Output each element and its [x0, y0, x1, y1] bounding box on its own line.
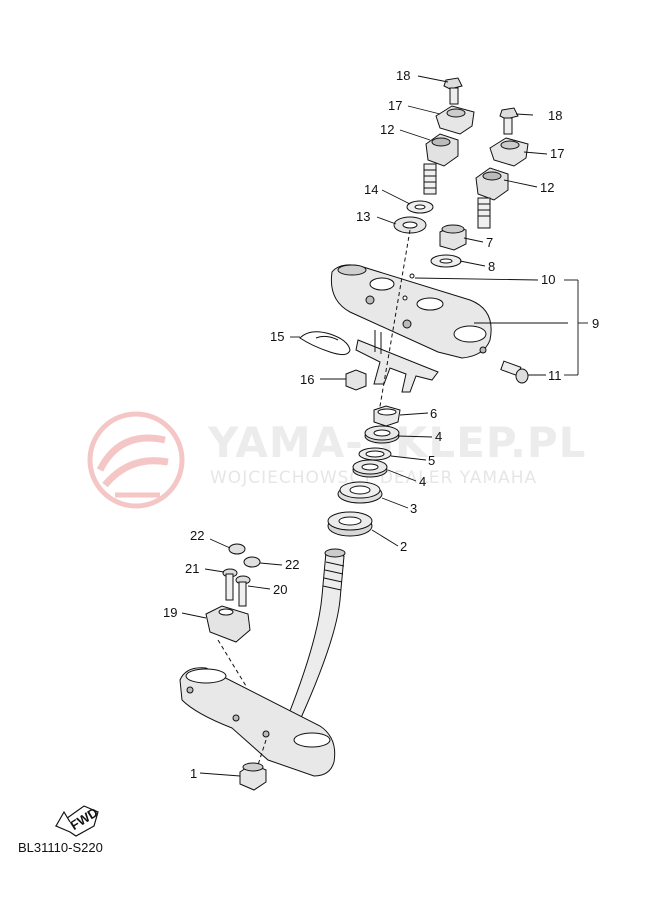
bolt-18-right [499, 107, 519, 135]
callout-22-right: 22 [285, 557, 299, 572]
bolt-20 [235, 575, 251, 607]
ring-nut-4-upper [364, 425, 400, 444]
bolt-21 [222, 568, 238, 601]
callout-8: 8 [488, 259, 495, 274]
callout-6: 6 [430, 406, 437, 421]
callout-22-left: 22 [190, 528, 204, 543]
callout-13: 13 [356, 209, 370, 224]
centerline [377, 229, 411, 419]
callout-2: 2 [400, 539, 407, 554]
callout-4-lower: 4 [419, 474, 426, 489]
callout-16: 16 [300, 372, 314, 387]
steering-stem [287, 548, 346, 721]
bolt-18-left [443, 77, 463, 105]
callout-17-right: 17 [550, 146, 564, 161]
ring-nut-4-lower [352, 459, 388, 478]
nut-16 [345, 369, 367, 391]
lower-bracket [179, 667, 336, 777]
nut-7 [439, 224, 467, 251]
callout-7: 7 [486, 235, 493, 250]
washer-14 [406, 200, 434, 214]
callout-labels: 18 17 12 14 13 7 8 10 9 15 11 16 6 4 5 4… [163, 68, 599, 781]
callout-11: 11 [548, 368, 562, 383]
washer-8 [430, 254, 462, 268]
callout-18: 18 [396, 68, 410, 83]
bolt-11 [500, 360, 529, 384]
callout-19: 19 [163, 605, 177, 620]
leader-lines [181, 75, 588, 777]
bearing-3 [337, 481, 383, 504]
bearing-2 [327, 511, 373, 537]
callout-10: 10 [541, 272, 555, 287]
callout-14: 14 [364, 182, 378, 197]
watermark-logo [87, 411, 185, 509]
upper-bracket-9 [330, 264, 492, 359]
cap-1 [239, 762, 267, 791]
riser-12-left [423, 133, 459, 195]
holder-17-right [489, 137, 529, 167]
damper-13 [393, 216, 427, 234]
clamp-19 [205, 605, 251, 643]
cable-guide-15 [299, 331, 351, 356]
callout-1: 1 [190, 766, 197, 781]
callout-20: 20 [273, 582, 287, 597]
fwd-arrow-icon: FWD [54, 805, 101, 837]
riser-12-right [475, 167, 509, 229]
callout-5: 5 [428, 453, 435, 468]
callout-17: 17 [388, 98, 402, 113]
washer-5 [358, 447, 392, 461]
callout-3: 3 [410, 501, 417, 516]
clamp-dash [217, 639, 247, 687]
callout-15: 15 [270, 329, 284, 344]
callout-4-upper: 4 [435, 429, 442, 444]
cap-22-right [243, 556, 261, 568]
callout-12: 12 [380, 122, 394, 137]
holder-17-left [435, 105, 475, 135]
callout-18-right: 18 [548, 108, 562, 123]
lock-washer-6 [373, 405, 401, 427]
diagram-code: BL31110-S220 [18, 840, 103, 855]
cap-22-left [228, 543, 246, 555]
callout-21: 21 [185, 561, 199, 576]
callout-9: 9 [592, 316, 599, 331]
callout-12-right: 12 [540, 180, 554, 195]
cable-bracket [355, 330, 439, 393]
